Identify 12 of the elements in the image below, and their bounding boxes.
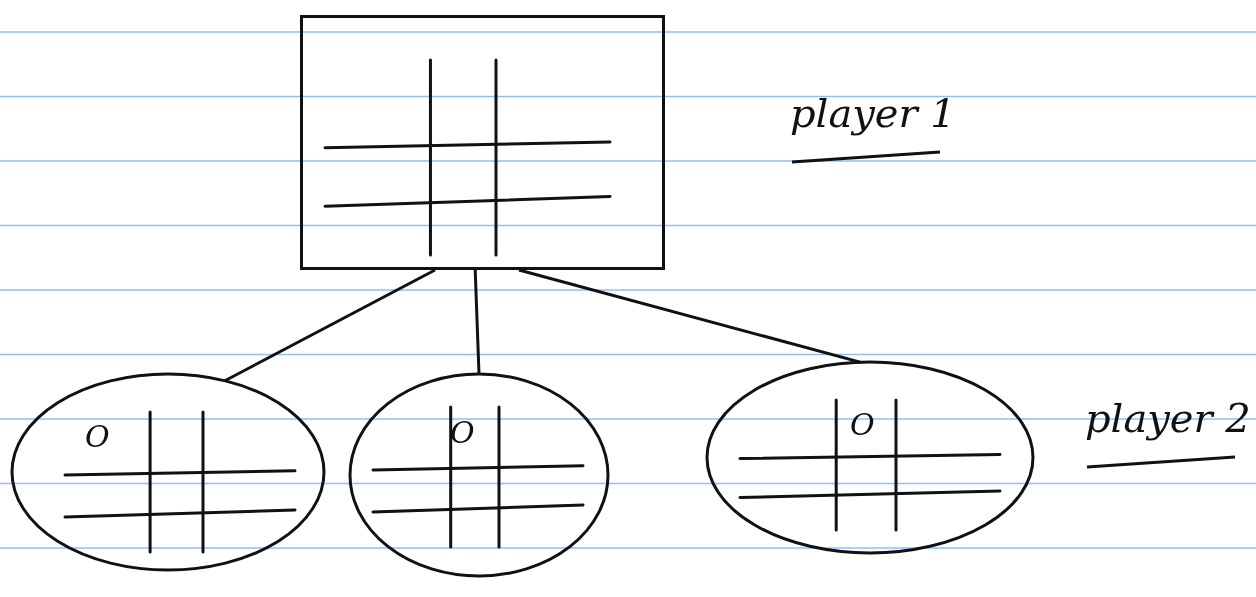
player-label: player 2 — [1085, 395, 1251, 441]
game-state-ellipse — [705, 360, 1035, 555]
o-mark-text: O — [85, 422, 110, 452]
connector-line — [224, 268, 436, 383]
game-state-ellipse — [348, 372, 610, 578]
o-mark-text: O — [450, 418, 475, 448]
game-board-box — [300, 15, 665, 270]
o-mark-text: O — [850, 410, 875, 440]
player-label: player 1 — [790, 90, 956, 136]
game-state-ellipse — [10, 372, 326, 572]
connector-line — [473, 269, 481, 375]
connector-line — [518, 268, 861, 364]
